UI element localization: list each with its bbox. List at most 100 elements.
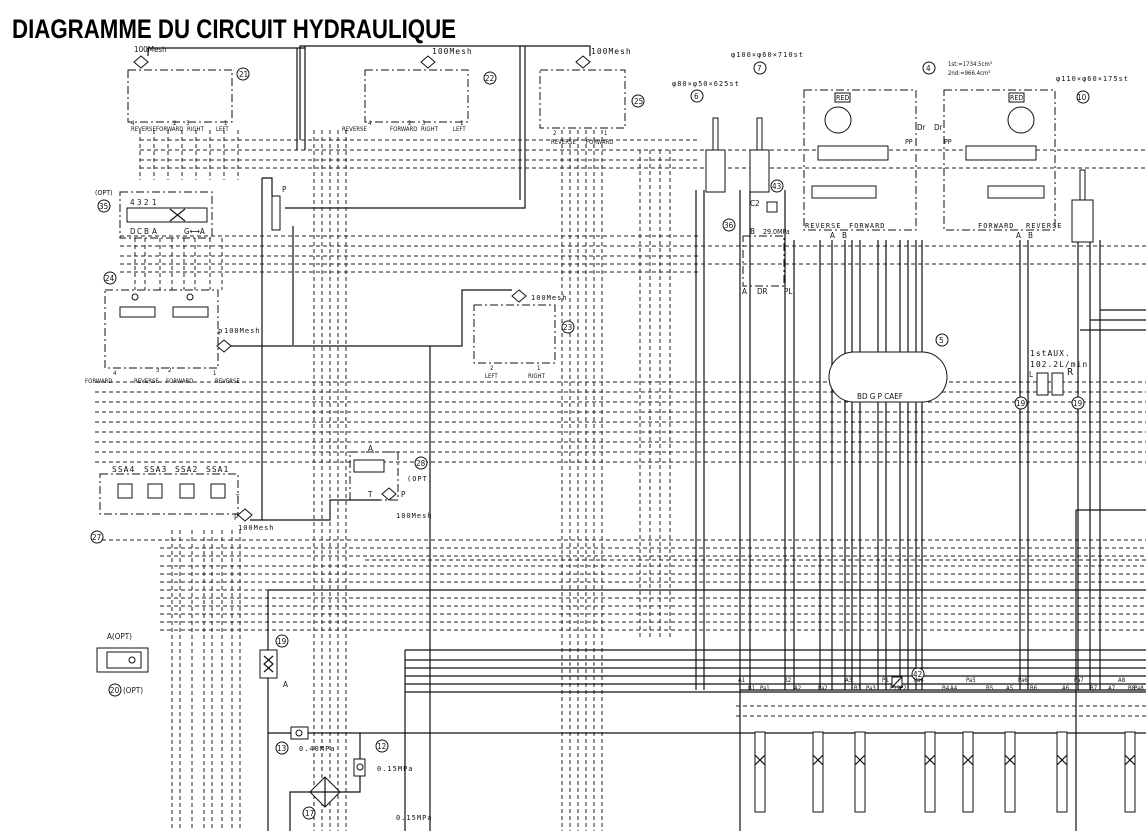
port-label-pa6: Pa6 <box>1018 677 1028 684</box>
callout-6: 6 <box>694 92 699 101</box>
hydraulic-line <box>1080 309 1146 331</box>
dr-port: Dr <box>917 123 926 132</box>
port: 4 <box>113 370 117 377</box>
callout-5: 5 <box>939 336 944 345</box>
spool-cross-icon <box>962 754 974 766</box>
callout-35: 35 <box>99 202 108 211</box>
mesh-label: 100Mesh <box>531 294 568 302</box>
port: C <box>137 227 142 236</box>
port: 2 <box>168 367 171 374</box>
filter-icon <box>511 289 527 303</box>
port-label-b5: B5 <box>986 685 993 692</box>
pressure-label: 29.0MPa <box>763 228 790 236</box>
check-valve-12: 12 0.15MPa <box>353 739 413 777</box>
control-spool <box>924 731 936 813</box>
port-b: B <box>842 231 847 240</box>
opt-label: (OPT) <box>407 475 433 483</box>
spool-cross-icon <box>924 754 936 766</box>
port-label-pa4: Pa4 <box>914 677 924 684</box>
spool-cross-icon <box>1124 754 1136 766</box>
opt-label: (OPT) <box>95 189 113 197</box>
spool-cross-icon <box>1056 754 1068 766</box>
ssa3-label: SSA3 <box>144 465 167 474</box>
port-label-a3: A3 <box>845 677 852 684</box>
port-label-pa1: Pa1 <box>760 685 770 692</box>
label-reverse: REVERSE <box>805 222 842 230</box>
shift-label: G⟷A <box>184 227 205 236</box>
port: 4 <box>130 198 135 207</box>
port: 1 <box>224 120 227 127</box>
port: D <box>130 227 136 236</box>
port: 1 <box>604 130 607 137</box>
port-label-pa5: Pa5 <box>966 677 976 684</box>
label-right: RIGHT <box>187 126 205 133</box>
port: 4 <box>368 120 372 127</box>
label-forward: FORWARD <box>166 378 193 385</box>
port-label-pa3: Pa3 <box>866 685 876 692</box>
port-p: P <box>401 490 406 499</box>
label-forward: FORWARD <box>978 222 1015 230</box>
hydraulic-line <box>231 289 512 347</box>
valve-20: A(OPT) 20 (OPT) <box>96 632 149 697</box>
pressure-label: 0.40MPa <box>299 745 336 753</box>
port-label-b3: B3 <box>854 685 861 692</box>
port: A <box>152 227 157 236</box>
hydraulic-line <box>285 46 526 209</box>
port-label-b4: B4 <box>942 685 950 692</box>
filter-icon <box>237 508 253 522</box>
part-42: 42 <box>891 667 925 688</box>
filter-icon <box>381 487 397 501</box>
swivel-ports: BD G P CAEF <box>857 392 903 401</box>
control-spool <box>1056 731 1068 813</box>
hydraulic-line <box>262 177 273 196</box>
port: 1 <box>537 365 540 372</box>
callout-circle <box>236 67 250 81</box>
hydraulic-line <box>250 499 380 521</box>
port-p: P <box>218 328 223 337</box>
ssa4-label: SSA4 <box>112 465 135 474</box>
port-label-a5: A5 <box>1006 685 1013 692</box>
swivel-joint-5: 5 BD G P CAEF <box>828 333 949 403</box>
label-reverse: REVERSE <box>551 139 576 146</box>
callout-25: 25 <box>634 97 643 106</box>
port: 2 <box>553 130 556 137</box>
port: 3 <box>156 367 159 374</box>
cylinder-10: φ110×φ60×175st 10 <box>1056 75 1128 243</box>
filter-icon <box>133 55 149 69</box>
callout-19: 19 <box>1016 399 1026 408</box>
callout-13: 13 <box>277 744 286 753</box>
port: 3 <box>186 120 189 127</box>
port-p: P <box>282 185 287 194</box>
motor-icon <box>824 106 852 134</box>
port-label-a8: A8 <box>1118 677 1126 684</box>
hydraulic-line <box>340 733 361 793</box>
cylinder-spec: φ100×φ60×710st <box>731 51 804 59</box>
callout-4: 4 <box>926 64 931 73</box>
label-right: RIGHT <box>528 373 546 380</box>
page-title: DIAGRAMME DU CIRCUIT HYDRAULIQUE <box>12 14 456 44</box>
pressure-label: 0.15MPa <box>396 814 433 822</box>
port-label-b6: B6 <box>1030 685 1038 692</box>
port-label-p2: P2 <box>900 685 907 692</box>
label-reverse: REVERSE <box>1026 222 1063 230</box>
valve-24: 24 P 100Mesh FORWARD REVERSE FORWARD REV… <box>85 271 260 385</box>
port-l: L <box>1029 370 1033 379</box>
spool-cross-icon <box>754 754 766 766</box>
check-valve-13: 13 0.40MPa <box>275 726 336 755</box>
port-label-a1: A1 <box>738 677 745 684</box>
port-label-a6: A6 <box>1062 685 1070 692</box>
remote-valve-22: 100Mesh 22 REVERSE FORWARD RIGHT LEFT 4 … <box>342 47 497 133</box>
callout-27: 27 <box>92 533 101 542</box>
port-b: B <box>1028 231 1033 240</box>
label-reverse: REVERSE <box>342 126 367 133</box>
callout-19: 19 <box>1073 399 1083 408</box>
control-valve-spools <box>754 731 1136 813</box>
label-left: LEFT <box>216 126 229 133</box>
dr-port: Dr <box>934 123 943 132</box>
port-label-a4: A4 <box>950 685 958 692</box>
port-label-b8: B8 <box>1128 685 1136 692</box>
port: 3 <box>137 198 142 207</box>
port-label-b2: B2 <box>784 677 791 684</box>
